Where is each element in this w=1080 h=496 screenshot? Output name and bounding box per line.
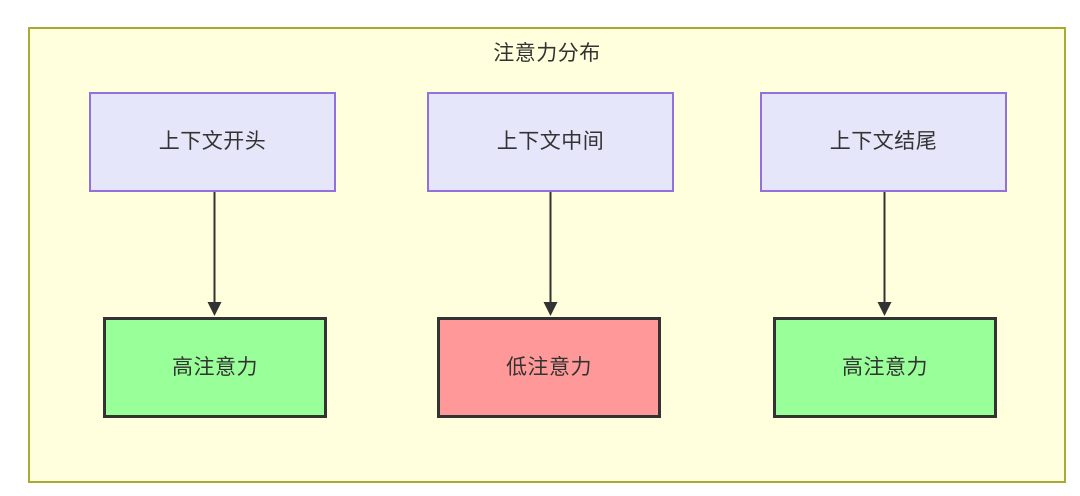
diagram-title: 注意力分布 <box>493 42 601 65</box>
node-attention-start[interactable]: 高注意力 <box>103 317 327 418</box>
node-attention-middle[interactable]: 低注意力 <box>437 317 661 418</box>
node-context-start[interactable]: 上下文开头 <box>89 92 336 192</box>
node-context-middle-label: 上下文中间 <box>496 130 605 153</box>
node-context-end[interactable]: 上下文结尾 <box>760 92 1007 192</box>
node-context-start-label: 上下文开头 <box>158 130 267 153</box>
node-attention-middle-label: 低注意力 <box>506 355 592 379</box>
node-attention-start-label: 高注意力 <box>172 355 258 379</box>
node-context-middle[interactable]: 上下文中间 <box>427 92 674 192</box>
node-attention-end-label: 高注意力 <box>842 355 928 379</box>
node-attention-end[interactable]: 高注意力 <box>773 317 997 418</box>
node-context-end-label: 上下文结尾 <box>829 130 938 153</box>
